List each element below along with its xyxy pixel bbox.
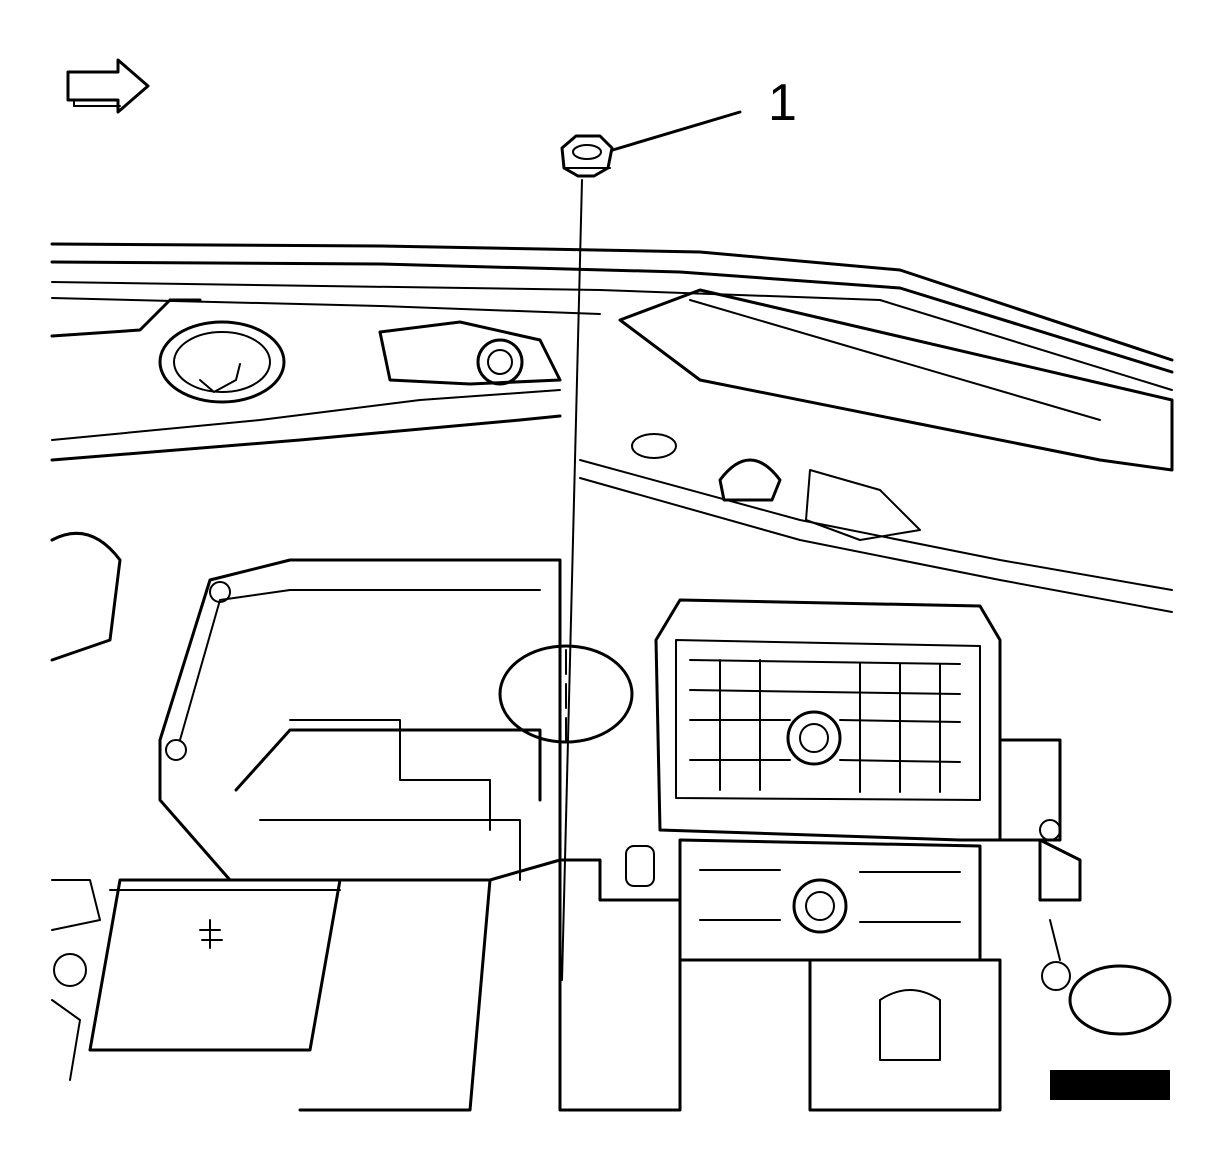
battery	[88, 878, 492, 1112]
control-module-left	[158, 558, 562, 882]
left-cables	[50, 531, 122, 1081]
nut-icon	[560, 134, 614, 178]
cowl-panel	[50, 242, 1174, 613]
grommet	[158, 320, 286, 404]
callout-label-1: 1	[768, 74, 797, 132]
right-arrow-icon	[66, 58, 150, 114]
wiper-bracket	[378, 288, 1174, 541]
access-hole-plug	[498, 644, 634, 744]
fuse-block	[654, 598, 1002, 962]
battery-terminal-right	[998, 738, 1172, 1036]
callout-leader-line	[604, 110, 742, 154]
lower-bracket	[558, 845, 1170, 1112]
